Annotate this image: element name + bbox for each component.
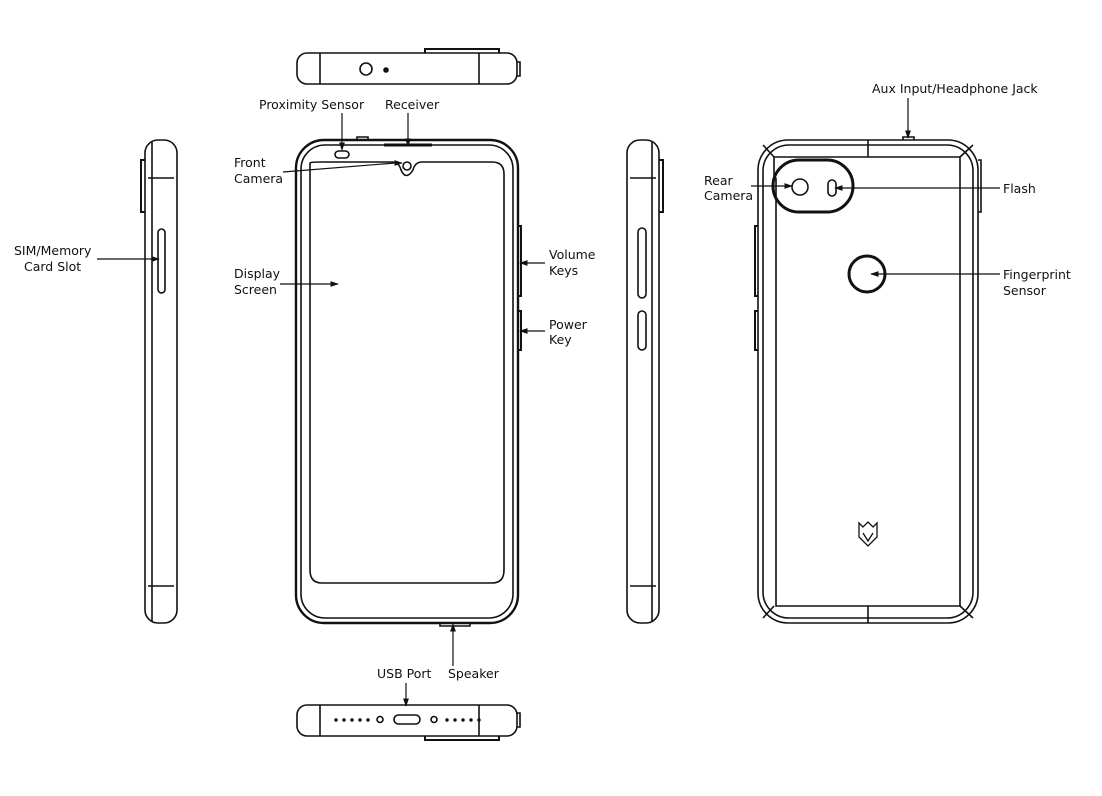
label-front-camera-line1: Front bbox=[234, 155, 266, 170]
label-rear-camera-line2: Camera bbox=[704, 188, 753, 203]
label-volume-keys-line1: Volume bbox=[549, 247, 596, 262]
label-proximity-sensor: Proximity Sensor bbox=[259, 97, 365, 112]
usb-port-icon bbox=[393, 714, 421, 725]
headphone-jack-hole-icon bbox=[359, 62, 373, 76]
label-display-screen-line1: Display bbox=[234, 266, 281, 281]
flash-icon bbox=[827, 179, 837, 197]
label-rear-camera-line1: Rear bbox=[704, 173, 733, 188]
label-fingerprint-line2: Sensor bbox=[1003, 283, 1047, 298]
speaker-grille-icon bbox=[334, 718, 481, 722]
back-view bbox=[754, 136, 982, 624]
right-side-view bbox=[626, 139, 664, 624]
front-camera-icon bbox=[402, 161, 412, 171]
callout-leaders bbox=[97, 98, 1000, 707]
bottom-edge-view bbox=[296, 704, 521, 741]
label-aux-input: Aux Input/Headphone Jack bbox=[872, 81, 1038, 96]
label-power-key-line1: Power bbox=[549, 317, 588, 332]
label-front-camera-line2: Camera bbox=[234, 171, 283, 186]
label-power-key-line2: Key bbox=[549, 332, 572, 347]
label-volume-keys-line2: Keys bbox=[549, 263, 578, 278]
label-speaker: Speaker bbox=[448, 666, 500, 681]
brand-logo-icon bbox=[858, 521, 878, 547]
top-edge-view bbox=[296, 48, 521, 85]
front-view bbox=[294, 136, 522, 627]
label-display-screen-line2: Screen bbox=[234, 282, 277, 297]
sim-slot-icon bbox=[157, 228, 166, 294]
left-side-view bbox=[140, 139, 178, 624]
label-usb-port: USB Port bbox=[377, 666, 432, 681]
volume-key-side-icon bbox=[637, 227, 647, 299]
rear-camera-icon bbox=[791, 178, 809, 196]
display-screen bbox=[309, 161, 505, 584]
label-fingerprint-line1: Fingerprint bbox=[1003, 267, 1071, 282]
proximity-sensor-icon bbox=[334, 150, 350, 159]
label-flash: Flash bbox=[1003, 181, 1036, 196]
label-sim-slot-line1: SIM/Memory bbox=[14, 243, 92, 258]
power-key-side-icon bbox=[637, 310, 647, 351]
callout-labels: Proximity Sensor Receiver Front Camera D… bbox=[14, 81, 1071, 681]
label-receiver: Receiver bbox=[385, 97, 440, 112]
label-sim-slot-line2: Card Slot bbox=[24, 259, 81, 274]
